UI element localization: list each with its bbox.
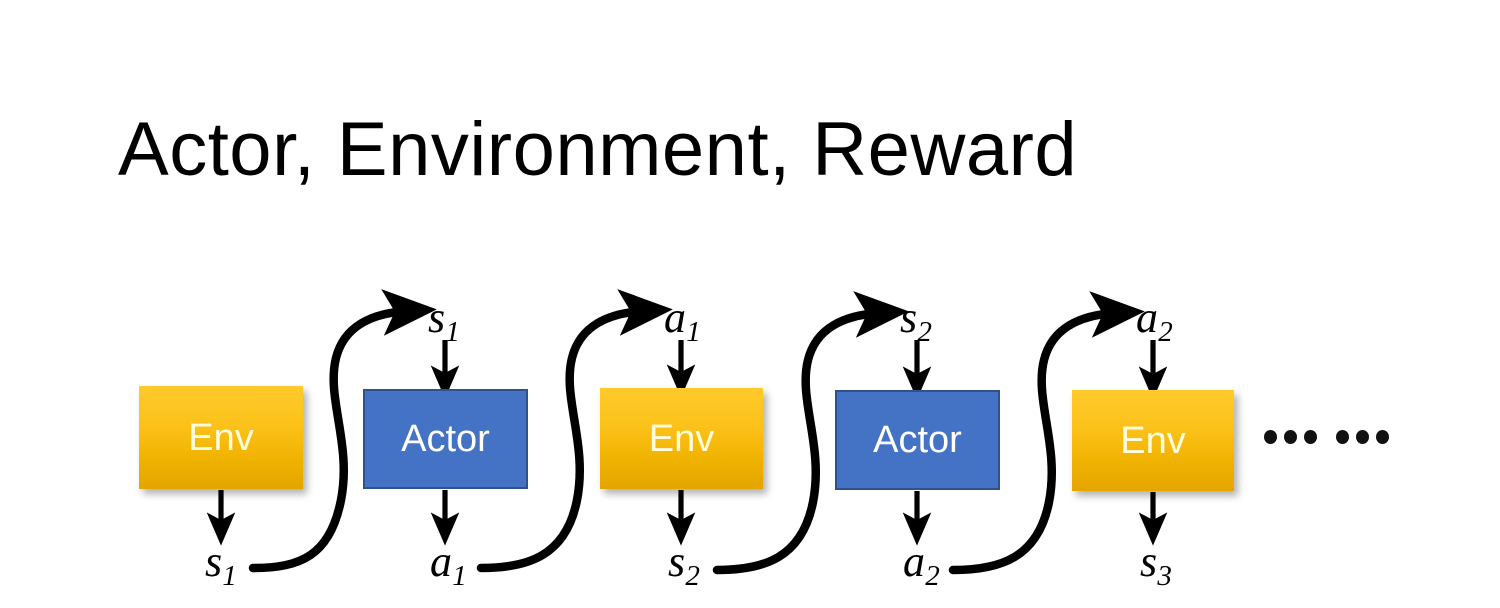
symbol-subscript: 3: [1157, 560, 1172, 593]
symbol-subscript: 2: [925, 560, 940, 593]
symbol-subscript: 1: [222, 560, 237, 593]
ellipsis-dot: [1264, 430, 1277, 444]
symbol-base: s: [428, 293, 446, 342]
symbol-subscript: 1: [452, 560, 467, 593]
symbol-subscript: 2: [685, 560, 700, 593]
node-actor-1[interactable]: Actor: [363, 389, 528, 489]
symbol-subscript: 2: [917, 316, 932, 349]
symbol-base: a: [1136, 293, 1158, 342]
ellipsis-continuation: [1264, 430, 1389, 444]
symbol-subscript: 2: [1158, 316, 1173, 349]
page-title: Actor, Environment, Reward: [118, 107, 1078, 192]
node-label: Env: [1120, 419, 1186, 462]
symbol-base: a: [430, 537, 452, 586]
symbol-subscript: 1: [686, 316, 701, 349]
node-label: Actor: [401, 418, 490, 460]
label-bottom-a1: a1: [430, 540, 467, 591]
node-env-3[interactable]: Env: [1072, 390, 1234, 491]
symbol-subscript: 1: [445, 316, 460, 349]
ellipsis-dot: [1356, 430, 1369, 444]
label-top-s2: s2: [900, 296, 932, 347]
label-bottom-s3: s3: [1140, 540, 1172, 591]
node-actor-2[interactable]: Actor: [835, 390, 1000, 490]
label-top-a2: a2: [1136, 296, 1173, 347]
symbol-base: s: [1140, 537, 1158, 586]
symbol-base: s: [900, 293, 918, 342]
symbol-base: a: [903, 537, 925, 586]
ellipsis-dot: [1336, 430, 1349, 444]
label-bottom-a2: a2: [903, 540, 940, 591]
node-env-1[interactable]: Env: [139, 386, 303, 489]
ellipsis-dot: [1304, 430, 1317, 444]
label-bottom-s1: s1: [205, 540, 237, 591]
node-label: Env: [648, 417, 715, 460]
symbol-base: s: [205, 537, 223, 586]
label-top-a1: a1: [664, 296, 701, 347]
node-env-2[interactable]: Env: [600, 388, 763, 489]
symbol-base: s: [668, 537, 686, 586]
label-bottom-s2: s2: [668, 540, 700, 591]
ellipsis-spacer: [1324, 437, 1329, 438]
ellipsis-dot: [1376, 430, 1389, 444]
symbol-base: a: [664, 293, 686, 342]
node-label: Actor: [873, 419, 962, 461]
node-label: Env: [188, 416, 254, 459]
label-top-s1: s1: [428, 296, 460, 347]
ellipsis-dot: [1284, 430, 1297, 444]
